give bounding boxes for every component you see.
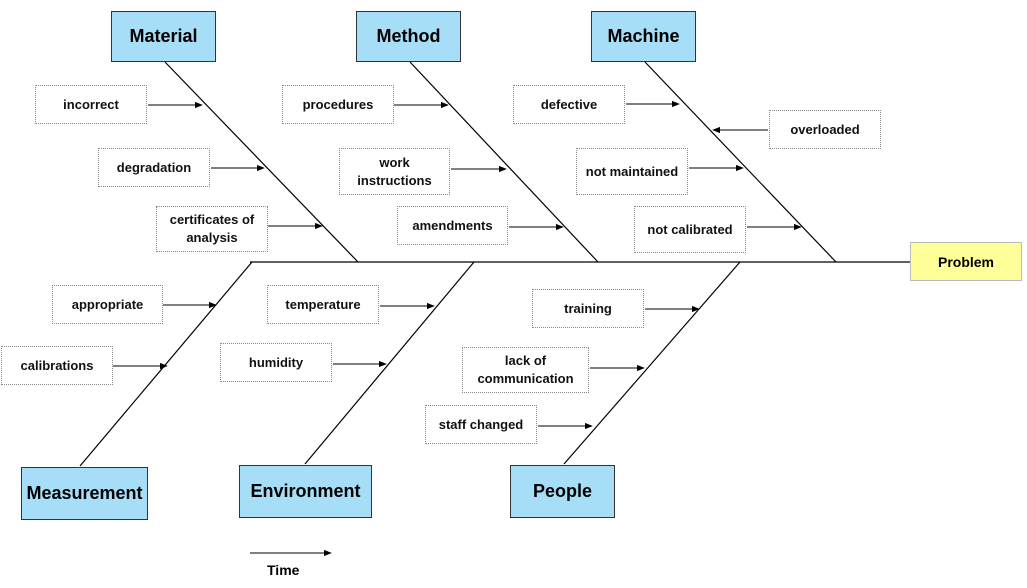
cause-procedures: procedures — [282, 85, 394, 124]
cause-not-calibrated: not calibrated — [634, 206, 746, 253]
cause-certificates-of-analysis: certificates of analysis — [156, 206, 268, 252]
cause-training: training — [532, 289, 644, 328]
bone-people — [563, 261, 741, 465]
cause-appropriate: appropriate — [52, 285, 163, 324]
cause-staff-changed: staff changed — [425, 405, 537, 444]
problem-box: Problem — [910, 242, 1022, 281]
category-measurement: Measurement — [21, 467, 148, 520]
cause-defective: defective — [513, 85, 625, 124]
cause-overloaded: overloaded — [769, 110, 881, 149]
cause-degradation: degradation — [98, 148, 210, 187]
bone-environment — [304, 261, 475, 465]
cause-work-instructions: work instructions — [339, 148, 450, 195]
category-method: Method — [356, 11, 461, 62]
bone-material — [164, 61, 359, 263]
category-machine: Machine — [591, 11, 696, 62]
cause-lack-of-communication: lack of communication — [462, 347, 589, 393]
time-label: Time — [267, 562, 300, 578]
bone-method — [409, 61, 599, 263]
bone-machine — [644, 61, 837, 263]
cause-not-maintained: not maintained — [576, 148, 688, 195]
cause-humidity: humidity — [220, 343, 332, 382]
cause-calibrations: calibrations — [1, 346, 113, 385]
cause-amendments: amendments — [397, 206, 508, 245]
category-environment: Environment — [239, 465, 372, 518]
cause-temperature: temperature — [267, 285, 379, 324]
category-people: People — [510, 465, 615, 518]
category-material: Material — [111, 11, 216, 62]
cause-incorrect: incorrect — [35, 85, 147, 124]
